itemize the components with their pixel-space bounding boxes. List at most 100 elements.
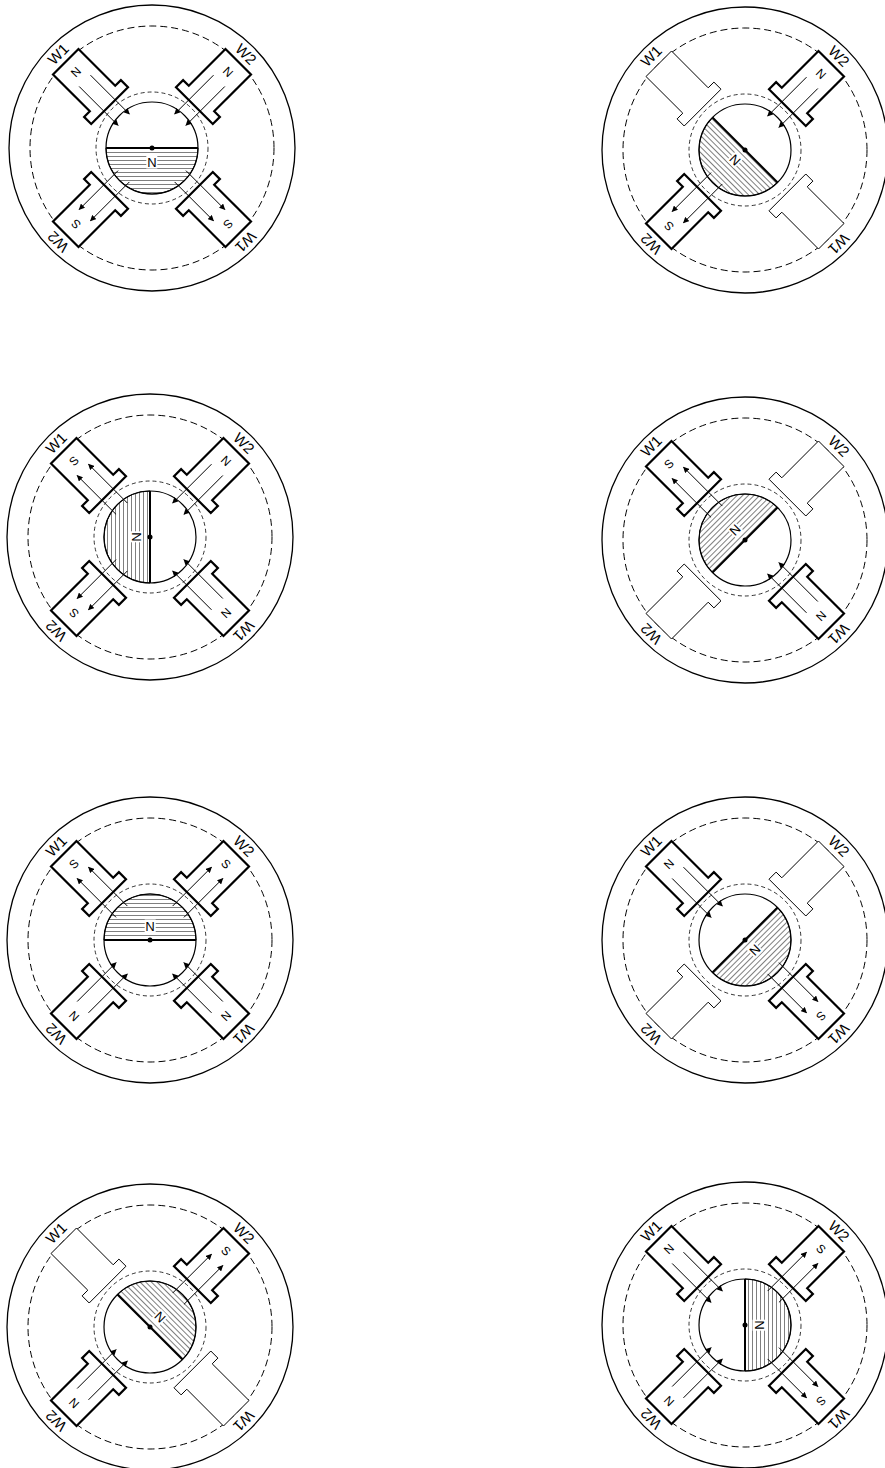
stator-outer-ring (7, 797, 293, 1083)
stator-outer-ring (602, 7, 885, 293)
flux-arrow (186, 171, 225, 210)
stator-inner-ring (623, 418, 867, 662)
rotor-axis (712, 907, 777, 972)
stator-outer-ring (7, 1184, 293, 1468)
flux-arrow (184, 878, 223, 917)
rotor-polarity: N (753, 1319, 766, 1330)
flux-arrow (186, 86, 225, 125)
flux-arrow (768, 1252, 807, 1291)
flux-arrow (683, 467, 722, 506)
stator-pole (51, 1228, 126, 1303)
flux-arrow (768, 574, 807, 613)
stator-pole (646, 841, 721, 916)
flux-arrow (683, 1252, 722, 1291)
stepper-motor (602, 397, 885, 683)
shaft-dot (743, 538, 748, 543)
flux-arrow (779, 563, 818, 602)
stator-pole (646, 51, 721, 126)
flux-arrow (672, 478, 711, 517)
flux-arrow (683, 184, 722, 223)
rotor-magnet-half (106, 148, 198, 194)
flux-arrow (88, 1361, 127, 1400)
flux-arrow (90, 182, 129, 221)
stator-inner-ring (28, 818, 272, 1062)
flux-arrow (88, 571, 127, 610)
shaft-dot (743, 1323, 748, 1328)
flux-arrow (683, 1359, 722, 1398)
flux-arrow (88, 974, 127, 1013)
flux-arrow (672, 1348, 711, 1387)
flux-arrow (88, 464, 127, 503)
air-gap (689, 484, 801, 596)
shaft-dot (148, 938, 153, 943)
flux-arrow (175, 75, 214, 114)
rotor-magnet-half (104, 894, 196, 940)
flux-arrow (683, 867, 722, 906)
rotor-magnet-half (745, 1279, 791, 1371)
stepper-motor (602, 1182, 885, 1468)
rotor (104, 894, 196, 986)
stator-pole (176, 49, 251, 124)
flux-arrow (79, 86, 118, 125)
flux-arrow (768, 1359, 807, 1398)
stator-inner-ring (28, 1205, 272, 1449)
stepper-motor (602, 797, 885, 1083)
rotor-polarity: N (130, 531, 143, 542)
stepper-motor (7, 1184, 293, 1468)
rotor-magnet-half (699, 494, 778, 573)
air-gap (94, 884, 206, 996)
stator-inner-ring (28, 415, 272, 659)
stator-inner-ring (623, 1203, 867, 1447)
rotor (104, 491, 196, 583)
stator-pole (646, 564, 721, 639)
rotor-polarity: N (144, 920, 155, 933)
stator-outer-ring (7, 394, 293, 680)
shaft-dot (150, 146, 155, 151)
stator-pole (769, 441, 844, 516)
flux-arrow (184, 475, 223, 514)
rotor (699, 894, 791, 986)
flux-arrow (768, 77, 807, 116)
stator-pole (51, 1351, 126, 1426)
flux-arrow (184, 963, 223, 1002)
rotor-magnet-half (104, 491, 150, 583)
stator-pole (769, 1226, 844, 1301)
flux-arrow (173, 1254, 212, 1293)
flux-arrow (672, 1263, 711, 1302)
flux-arrow (77, 475, 116, 514)
stator-pole (646, 174, 721, 249)
stator-pole (51, 964, 126, 1039)
flux-arrow (184, 560, 223, 599)
stator-pole (174, 1228, 249, 1303)
stator-pole (174, 841, 249, 916)
flux-arrow (779, 88, 818, 127)
stator-pole (769, 841, 844, 916)
air-gap (94, 1271, 206, 1383)
air-gap (689, 1269, 801, 1381)
stator-outer-ring (602, 397, 885, 683)
stator-pole (646, 1349, 721, 1424)
air-gap (689, 94, 801, 206)
flux-arrow (175, 182, 214, 221)
shaft-dot (743, 148, 748, 153)
rotor-magnet-half (117, 1281, 195, 1359)
rotor-magnet-half (699, 117, 778, 196)
rotor-axis (712, 507, 777, 572)
stepper-motor (602, 7, 885, 293)
flux-arrow (173, 867, 212, 906)
rotor (106, 102, 198, 194)
flux-arrow (672, 173, 711, 212)
stator-inner-ring (30, 26, 274, 270)
shaft-dot (148, 1325, 153, 1330)
shaft-dot (743, 938, 748, 943)
rotor-polarity: N (146, 156, 157, 169)
stator-inner-ring (623, 28, 867, 272)
stator-pole (51, 841, 126, 916)
flux-arrow (173, 464, 212, 503)
flux-arrow (77, 878, 116, 917)
air-gap (689, 884, 801, 996)
flux-arrow (79, 171, 118, 210)
rotor (104, 1281, 196, 1373)
stator-pole (174, 438, 249, 513)
stator-outer-ring (602, 797, 885, 1083)
